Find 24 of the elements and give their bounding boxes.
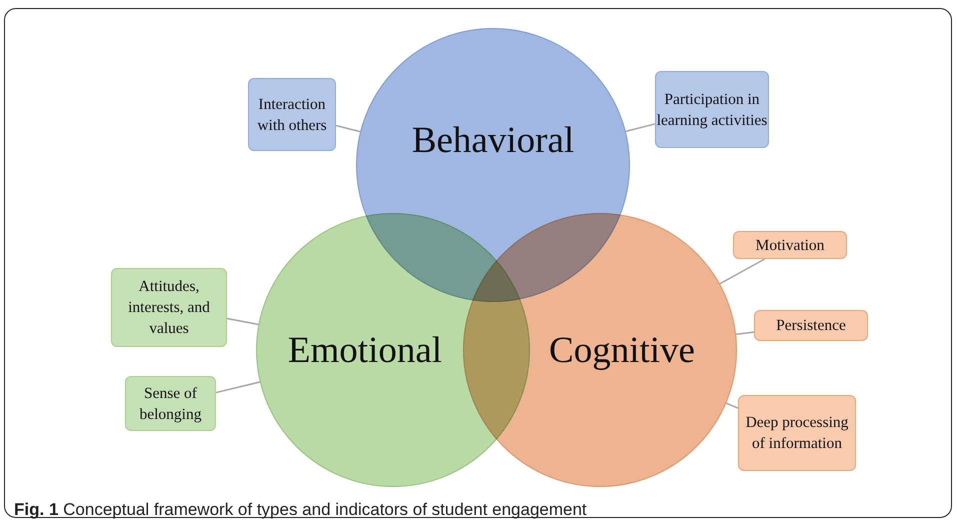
connector-line [226,318,259,326]
indicator-box [655,71,769,148]
connector-line [626,123,656,132]
indicator-label: Attitudes, interests, and values [127,277,211,339]
indicator-box [111,268,227,347]
connector-line [726,402,738,409]
indicator-label: Deep processing of information [744,413,850,454]
engagement-type-label: Cognitive [549,328,695,372]
engagement-type-label: Behavioral [412,118,574,162]
indicator-box [733,231,847,259]
figure-caption: Fig. 1 Conceptual framework of types and indicators of student engagement [14,500,587,520]
indicator-label: Motivation [756,236,824,256]
engagement-type-label: Emotional [288,328,442,372]
indicator-box [738,395,856,471]
connector-line [736,331,754,335]
indicator-label: Participation in learning activities [656,90,768,130]
indicator-box [125,376,216,431]
indicator-box [248,78,336,151]
indicator-label: Persistence [776,316,846,336]
indicator-label: Interaction with others [256,94,328,136]
indicator-label: Sense of belonging [138,384,202,424]
connector-line [336,124,360,132]
indicator-box [754,310,868,341]
connector-line [720,258,766,284]
